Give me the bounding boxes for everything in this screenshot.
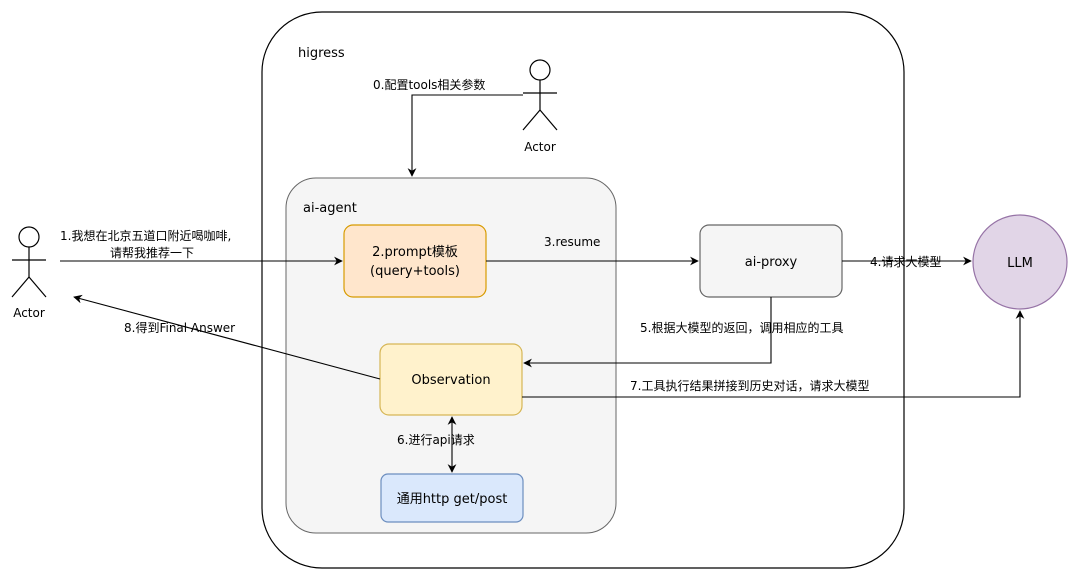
ai-agent-label: ai-agent <box>303 201 357 216</box>
step-0-label: 0.配置tools相关参数 <box>373 77 485 92</box>
llm-label: LLM <box>1007 256 1033 271</box>
step-6-label: 6.进行api请求 <box>397 433 475 447</box>
step-4-label: 4.请求大模型 <box>870 255 941 269</box>
higress-label: higress <box>298 46 345 61</box>
step-8-label: 8.得到Final Answer <box>124 320 235 335</box>
actor-user-label: Actor <box>13 306 45 320</box>
edge-observation-to-user <box>73 294 381 380</box>
edge-observation-to-llm <box>522 310 1025 398</box>
step-1-label-line2: 请帮我推荐一下 <box>110 246 194 260</box>
http-tool-node <box>380 473 524 523</box>
edge-proxy-to-observation <box>523 297 772 368</box>
step-5-label: 5.根据大模型的返回，调用相应的工具 <box>640 320 843 335</box>
actor-user <box>11 226 47 298</box>
prompt-template-line2: (query+tools) <box>370 264 460 279</box>
actor-config-head-icon <box>529 59 551 81</box>
prompt-template-node <box>343 224 487 298</box>
observation-label: Observation <box>411 373 490 388</box>
actor-config <box>522 59 558 131</box>
prompt-template-line1: 2.prompt模板 <box>372 245 458 260</box>
observation-node <box>379 343 523 416</box>
step-7-label: 7.工具执行结果拼接到历史对话，请求大模型 <box>630 378 869 393</box>
actor-config-label: Actor <box>524 140 556 154</box>
edge-config-to-agent <box>407 94 523 177</box>
http-tool-label: 通用http get/post <box>397 492 508 507</box>
ai-proxy-label: ai-proxy <box>745 255 798 270</box>
actor-user-head-icon <box>18 226 40 248</box>
llm-node <box>972 214 1068 310</box>
step-3-label: 3.resume <box>544 235 600 249</box>
step-1-label-line1: 1.我想在北京五道口附近喝咖啡, <box>60 228 231 243</box>
